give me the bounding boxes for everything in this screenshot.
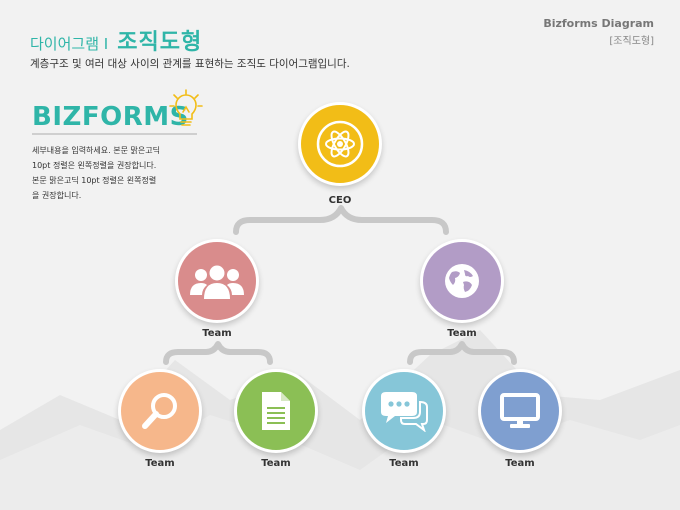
node-label-team: Team [145,458,175,469]
node-team-people [175,239,259,323]
node-team-monitor [478,369,562,453]
node-ceo [298,102,382,186]
node-label-ceo: CEO [328,195,352,206]
description-line: 을 권장합니다. [32,191,82,200]
people-icon [190,265,244,299]
left-team-bracket [163,341,273,365]
description-line: 10pt 정렬은 왼쪽정렬을 권장합니다. [32,161,157,170]
node-label-team: Team [505,458,535,469]
node-team-search [118,369,202,453]
globe-icon [445,264,479,298]
brand-block: Bizforms Diagram [조직도형] [543,17,654,47]
atom-icon [316,120,364,168]
page-subtitle: 계층구조 및 여러 대상 사이의 관계를 표현하는 조직도 다이어그램입니다. [30,58,350,70]
page-title-prefix: 다이어그램 I [30,35,109,53]
node-team-document [234,369,318,453]
brand-subtitle: [조직도형] [609,36,654,47]
search-icon [142,393,177,429]
ceo-bracket [233,205,449,235]
right-team-bracket [407,341,517,365]
monitor-icon [500,393,540,428]
chat-icon [381,392,428,432]
node-team-globe [420,239,504,323]
page-title-main: 조직도형 [117,30,203,55]
node-label-team: Team [447,328,477,339]
node-label-team: Team [261,458,291,469]
bizforms-logo: BIZFORMS [32,102,189,132]
description-text: 세부내용을 입력하세요. 본문 맑은고딕 10pt 정렬은 왼쪽정렬을 권장합니… [32,143,217,203]
document-icon [262,392,290,430]
lightbulb-icon [169,89,203,126]
description-line: 본문 맑은고딕 10pt 정렬은 왼쪽정렬 [32,176,157,185]
logo-underline [32,133,197,135]
brand-title: Bizforms Diagram [543,17,654,30]
node-label-team: Team [389,458,419,469]
node-label-team: Team [202,328,232,339]
description-line: 세부내용을 입력하세요. 본문 맑은고딕 [32,146,160,155]
node-team-chat [362,369,446,453]
page-title: 다이어그램 I 조직도형 [30,24,202,56]
